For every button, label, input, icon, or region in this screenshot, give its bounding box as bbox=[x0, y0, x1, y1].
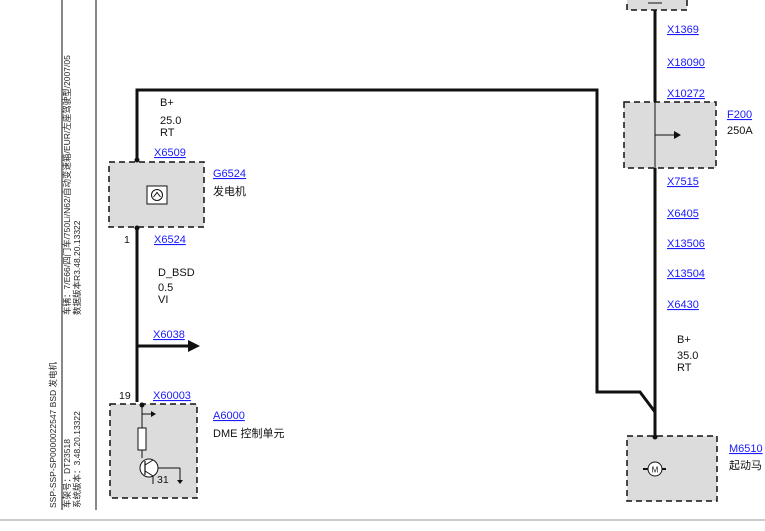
connector-x6430[interactable]: X6430 bbox=[667, 299, 699, 311]
g6524-name: 发电机 bbox=[213, 184, 246, 198]
component-labels: F200 250A G6524 发电机 A6000 DME 控制单元 M6510… bbox=[213, 109, 763, 472]
connector-x7515[interactable]: X7515 bbox=[667, 176, 699, 188]
motor-icon-letter: M bbox=[652, 466, 659, 475]
a6000-id-link[interactable]: A6000 bbox=[213, 410, 245, 422]
a6000-component bbox=[109, 402, 198, 499]
generator-icon bbox=[151, 189, 163, 201]
m6510-name: 起动马 bbox=[729, 459, 762, 472]
wire-top-signal: B+ bbox=[160, 97, 174, 109]
connector-x60003[interactable]: X60003 bbox=[153, 390, 191, 402]
generator-icon-glyph bbox=[153, 191, 161, 198]
g6524-symbol-frame bbox=[146, 185, 168, 205]
m6510-component: M bbox=[626, 434, 718, 502]
a6000-name: DME 控制单元 bbox=[213, 426, 285, 440]
f200-arrow-icon bbox=[674, 131, 681, 139]
wire-dbsd-signal: D_BSD bbox=[158, 267, 195, 279]
wire-dbsd-color: VI bbox=[158, 294, 168, 306]
a6000-arrow-icon bbox=[151, 411, 156, 417]
m6510-box bbox=[626, 435, 718, 502]
connector-x6509[interactable]: X6509 bbox=[154, 147, 186, 159]
wire-right-gauge: 35.0 bbox=[677, 350, 698, 362]
transistor-collector bbox=[144, 459, 154, 466]
f200-id-link[interactable]: F200 bbox=[727, 109, 752, 121]
sidebar-document-id: SSP-SSP-SP0000022547 BSD 发电机 bbox=[48, 362, 58, 508]
wire-labels: B+ 25.0 RT D_BSD 0.5 VI B+ 35.0 RT bbox=[158, 97, 698, 374]
transistor-icon bbox=[139, 458, 159, 478]
m6510-pin-dot bbox=[652, 434, 658, 440]
g6524-pin-number: 1 bbox=[124, 234, 130, 246]
connector-x6038[interactable]: X6038 bbox=[153, 329, 185, 341]
sidebar-vehicle: 车辆：7/E66/四门车/750Li/N62/自动变速箱/EUR/左座驾驶型/2… bbox=[62, 55, 72, 315]
ground-icon bbox=[177, 480, 183, 484]
wire-b-plus-main bbox=[135, 88, 657, 413]
connector-x10272[interactable]: X10272 bbox=[667, 88, 705, 100]
motor-icon bbox=[647, 461, 663, 477]
connector-x13506[interactable]: X13506 bbox=[667, 238, 705, 250]
right-connectors: X1369 X18090 X10272 X7515 X6405 X13506 X… bbox=[667, 24, 705, 311]
pin-numbers: 1 19 31 bbox=[119, 234, 169, 486]
g6524-top-pin-dot bbox=[134, 157, 140, 163]
a6000-pin19-number: 19 bbox=[119, 390, 131, 402]
wire-right-color: RT bbox=[677, 362, 692, 374]
connector-x18090[interactable]: X18090 bbox=[667, 57, 705, 69]
resistor-icon bbox=[137, 427, 147, 451]
connector-x6524[interactable]: X6524 bbox=[154, 234, 186, 246]
sidebar-vin: 车架号：DT23518 bbox=[62, 439, 72, 508]
wire-dbsd-gauge: 0.5 bbox=[158, 282, 173, 294]
sidebar: SSP-SSP-SP0000022547 BSD 发电机 车架号：DT23518… bbox=[48, 0, 97, 510]
g6524-bottom-pin-dot bbox=[134, 225, 140, 231]
m6510-id-link[interactable]: M6510 bbox=[729, 443, 763, 455]
g6524-component bbox=[108, 161, 205, 228]
f200-rating: 250A bbox=[727, 125, 753, 137]
f200-component bbox=[623, 101, 717, 169]
a6000-pin31-number: 31 bbox=[157, 474, 169, 486]
wire-top-color: RT bbox=[160, 127, 175, 139]
g6524-id-link[interactable]: G6524 bbox=[213, 168, 246, 180]
wire-right-signal: B+ bbox=[677, 334, 691, 346]
connector-x1369[interactable]: X1369 bbox=[667, 24, 699, 36]
transistor-emitter bbox=[144, 470, 154, 477]
arrow-x6038-icon bbox=[188, 340, 200, 352]
connector-x13504[interactable]: X13504 bbox=[667, 268, 705, 280]
wire-top-gauge: 25.0 bbox=[160, 115, 181, 127]
sidebar-data-version: 数据版本R3.48.20.13322 bbox=[72, 220, 82, 315]
f200-box bbox=[623, 101, 717, 169]
connector-x6405[interactable]: X6405 bbox=[667, 208, 699, 220]
left-connectors: X6509 X6524 X6038 X60003 bbox=[153, 147, 191, 402]
wires bbox=[135, 8, 657, 436]
sidebar-system-version: 系统版本：3.48.20.13322 bbox=[72, 411, 82, 508]
top-component-box bbox=[626, 0, 688, 11]
